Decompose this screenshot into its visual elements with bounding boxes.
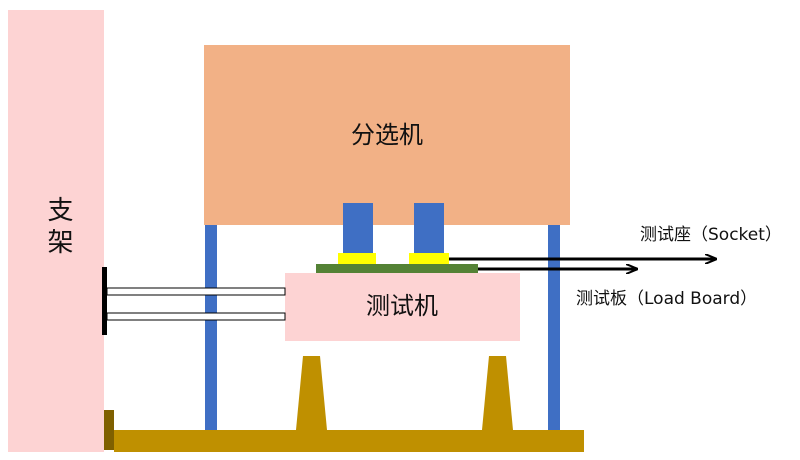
support-arm-top	[106, 287, 286, 296]
base-post	[104, 410, 114, 450]
plunger-right	[414, 203, 444, 255]
handler-label: 分选机	[351, 121, 423, 149]
tester-foot-right	[482, 356, 513, 430]
handler-box	[204, 45, 570, 225]
support-label: 支架	[43, 196, 73, 260]
handler-leg-left	[205, 225, 217, 430]
load-board	[316, 264, 478, 273]
socket-right	[409, 253, 449, 264]
handler-leg-right	[548, 225, 560, 430]
socket-left	[338, 253, 376, 264]
load-board-callout: 测试板（Load Board）	[576, 289, 757, 309]
plunger-left	[343, 203, 373, 255]
support-arm-bottom	[106, 312, 286, 321]
tester-label: 测试机	[366, 292, 438, 320]
tester-box	[285, 273, 520, 341]
socket-callout: 测试座（Socket）	[640, 225, 782, 245]
base-plate	[114, 430, 584, 452]
support-column	[8, 10, 104, 452]
tester-foot-left	[296, 356, 327, 430]
clamp-plate	[102, 267, 107, 335]
